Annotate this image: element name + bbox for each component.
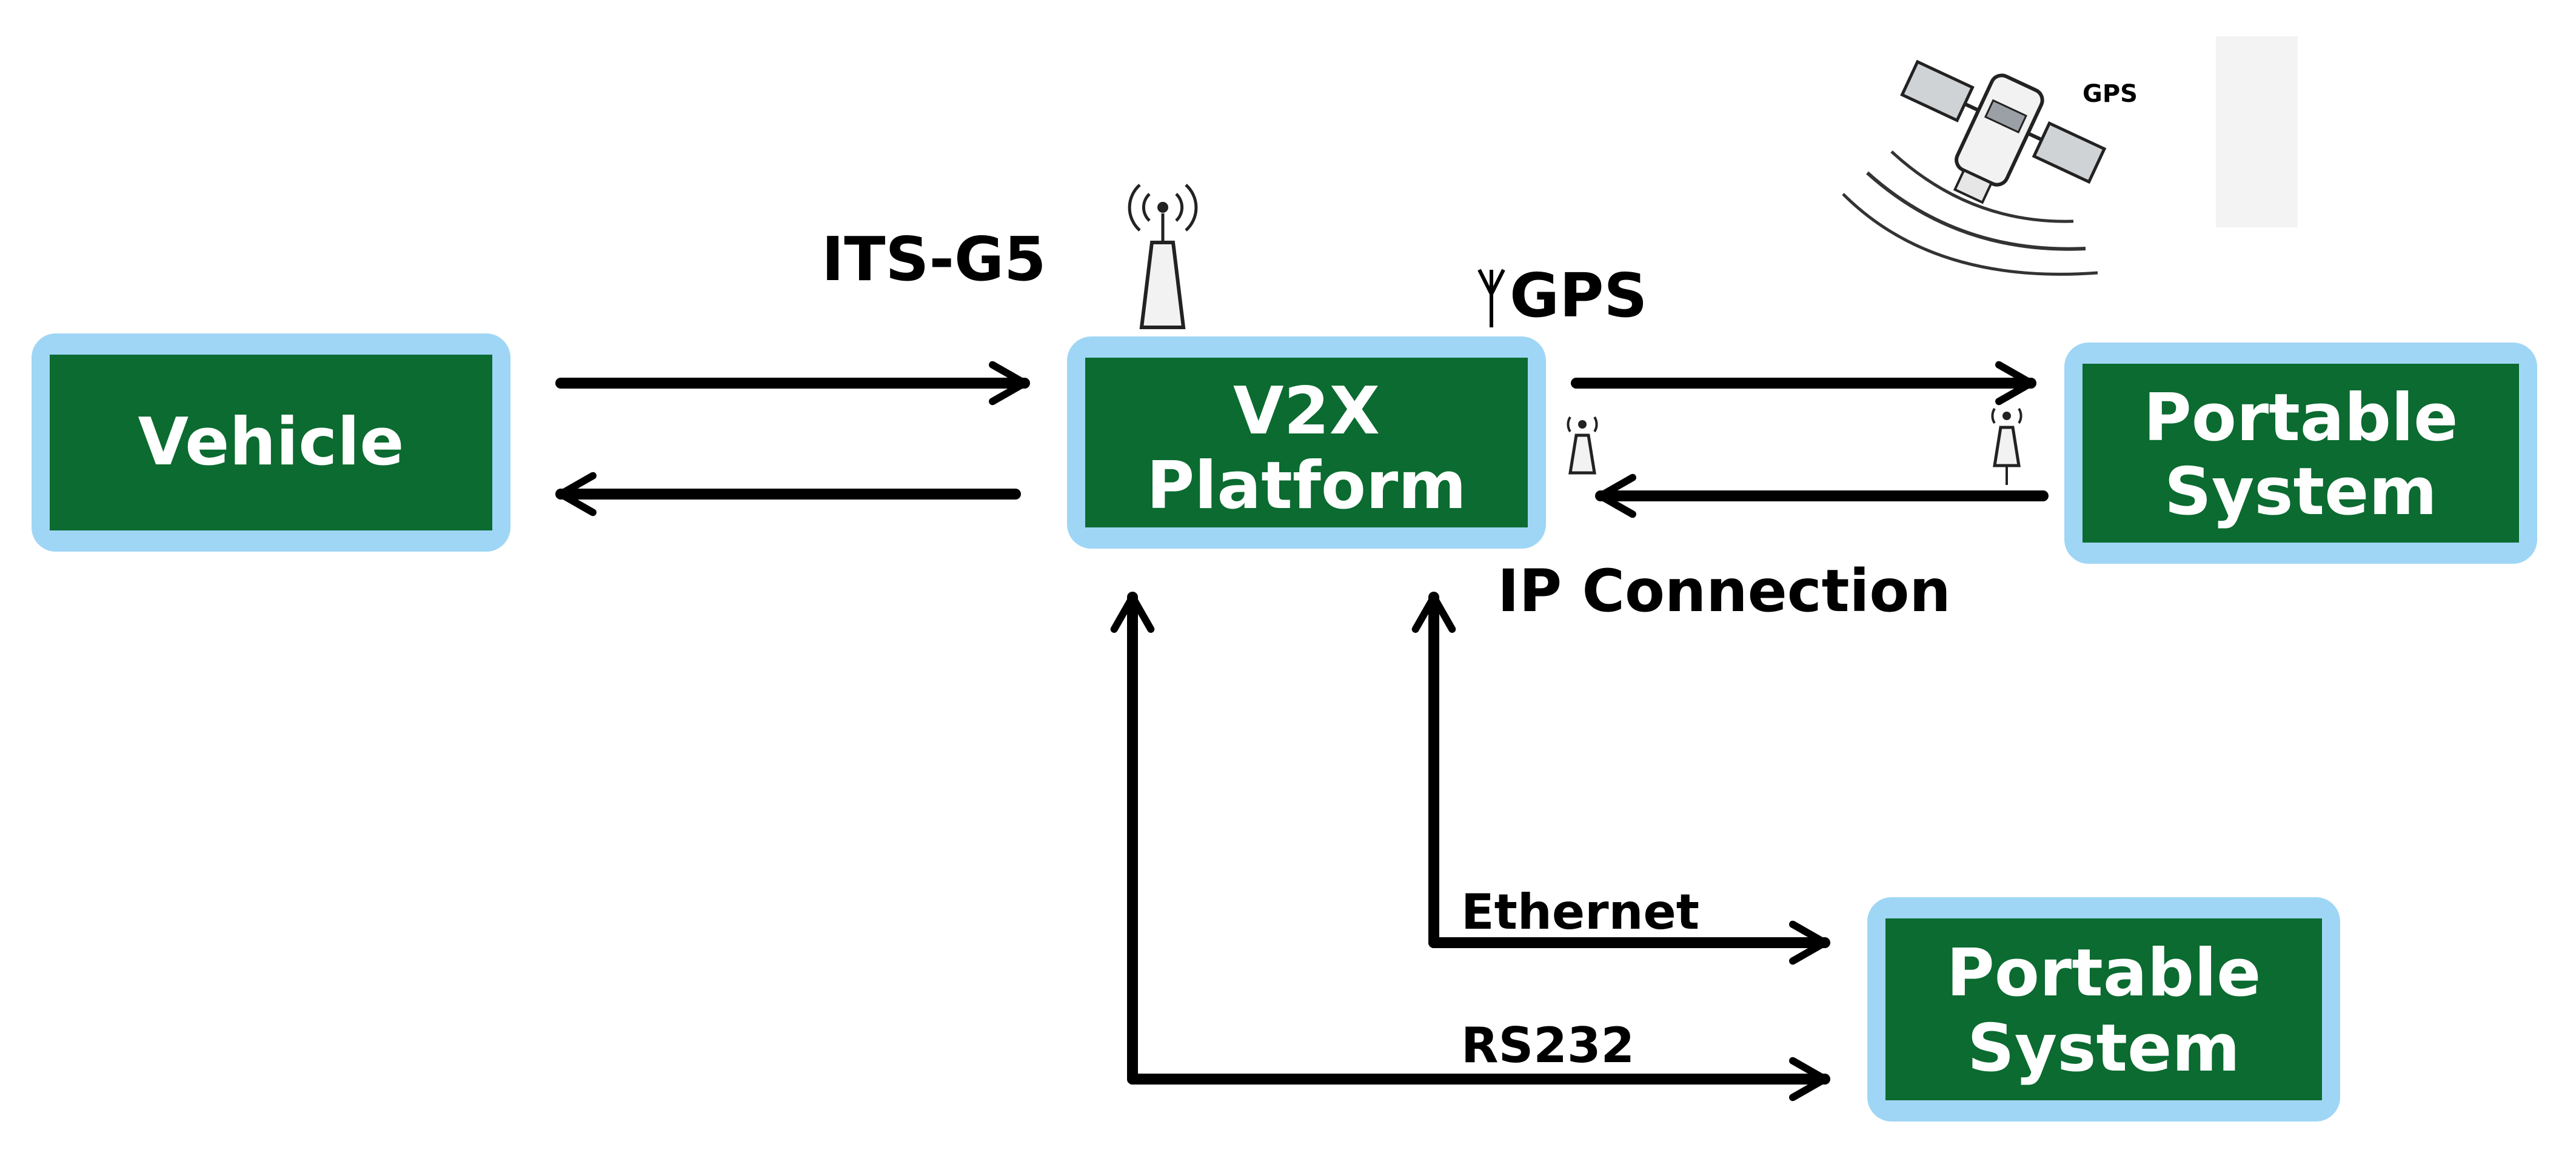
cellular-antenna-icon	[1991, 407, 2022, 485]
gps-antenna-label: GPS	[1510, 260, 1647, 331]
portable-top-label-line1: Portable	[2144, 380, 2458, 456]
v2x-label-line2: Platform	[1146, 448, 1467, 524]
gps-antenna-icon	[1477, 269, 1505, 327]
gps-satellite-label: GPS	[2083, 80, 2138, 108]
portable-system-bottom-node: Portable System	[1867, 897, 2340, 1122]
vehicle-node: Vehicle	[32, 333, 510, 552]
v2x-platform-node: V2X Platform	[1067, 336, 1546, 549]
satellite-icon	[1842, 59, 2107, 276]
portable-system-top-node: Portable System	[2064, 343, 2537, 564]
background-panel	[2216, 36, 2298, 227]
its-g5-label: ITS-G5	[821, 224, 1046, 295]
v2x-label-line1: V2X	[1233, 373, 1380, 449]
cellular-antenna-icon	[1567, 416, 1598, 475]
portable-bottom-label-line1: Portable	[1947, 935, 2261, 1011]
portable-top-label-line2: System	[2164, 454, 2437, 530]
ip-connection-label: IP Connection	[1497, 557, 1951, 625]
ethernet-label: Ethernet	[1461, 884, 1699, 940]
vehicle-label: Vehicle	[138, 404, 404, 480]
its-g5-antenna-icon	[1128, 184, 1198, 329]
rs232-label: RS232	[1461, 1017, 1634, 1074]
portable-bottom-label-line2: System	[1967, 1011, 2240, 1086]
